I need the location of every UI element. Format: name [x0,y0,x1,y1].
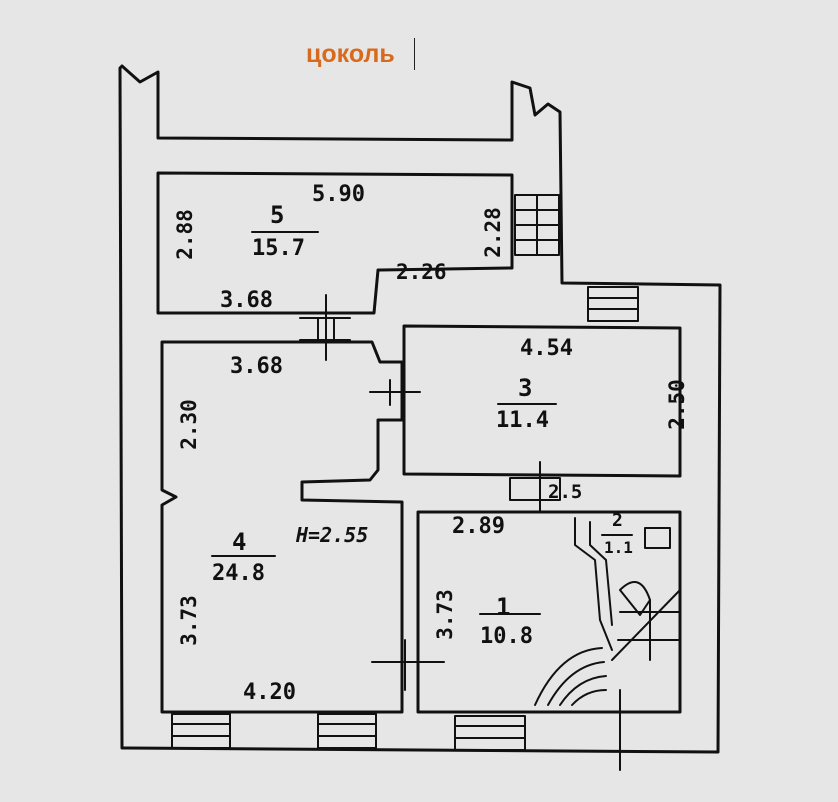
window-bottom-mid [317,713,377,749]
dim-room5-bottom: 3.68 [220,288,273,313]
window-bottom-left [171,713,231,749]
room-4-number: 4 [232,528,247,556]
outer-wall [118,64,722,754]
room-1-number: 1 [496,593,511,621]
room-3-number: 3 [518,374,533,402]
room-2-area: 1.1 [604,538,633,557]
dim-room5-right: 2.28 [480,207,505,258]
text-cursor [414,38,415,70]
room-3-wall [402,324,682,478]
curved-stair [534,647,621,771]
room-5-area: 15.7 [252,236,305,261]
bathroom-fixtures [574,517,681,661]
dim-room1-top: 2.89 [452,514,505,539]
room-1-wall [416,510,682,714]
door-3-1 [509,461,561,513]
dim-room4-left-lower: 3.73 [176,595,201,646]
dim-room4-top: 3.68 [230,354,283,379]
stair-top-right [514,194,560,256]
floor-title: цоколь [306,40,395,68]
dim-room4-left-upper: 2.30 [176,399,201,450]
dim-room3-right: 2.50 [664,379,689,430]
dim-room1-left: 3.73 [432,589,457,640]
dim-room3-top: 4.54 [520,336,573,361]
room-5-wall [156,171,514,315]
dim-room5-left: 2.88 [172,209,197,260]
room-1-area: 10.8 [480,624,533,649]
room-2-number: 2 [612,510,623,531]
dim-room5-top: 5.90 [312,182,365,207]
dim-room4-height: H=2.55 [296,523,369,547]
door-5-4 [299,294,351,361]
window-bottom-right [454,715,526,751]
room-3-area: 11.4 [496,408,549,433]
stair-right [587,286,639,322]
room-4-area: 24.8 [212,561,265,586]
room-5-number: 5 [270,201,285,229]
dim-room5-step: 2.26 [396,260,447,284]
room-4-wall [160,340,404,714]
dim-corridor-width: 2.5 [548,481,583,503]
dim-room4-bottom: 4.20 [243,680,296,705]
